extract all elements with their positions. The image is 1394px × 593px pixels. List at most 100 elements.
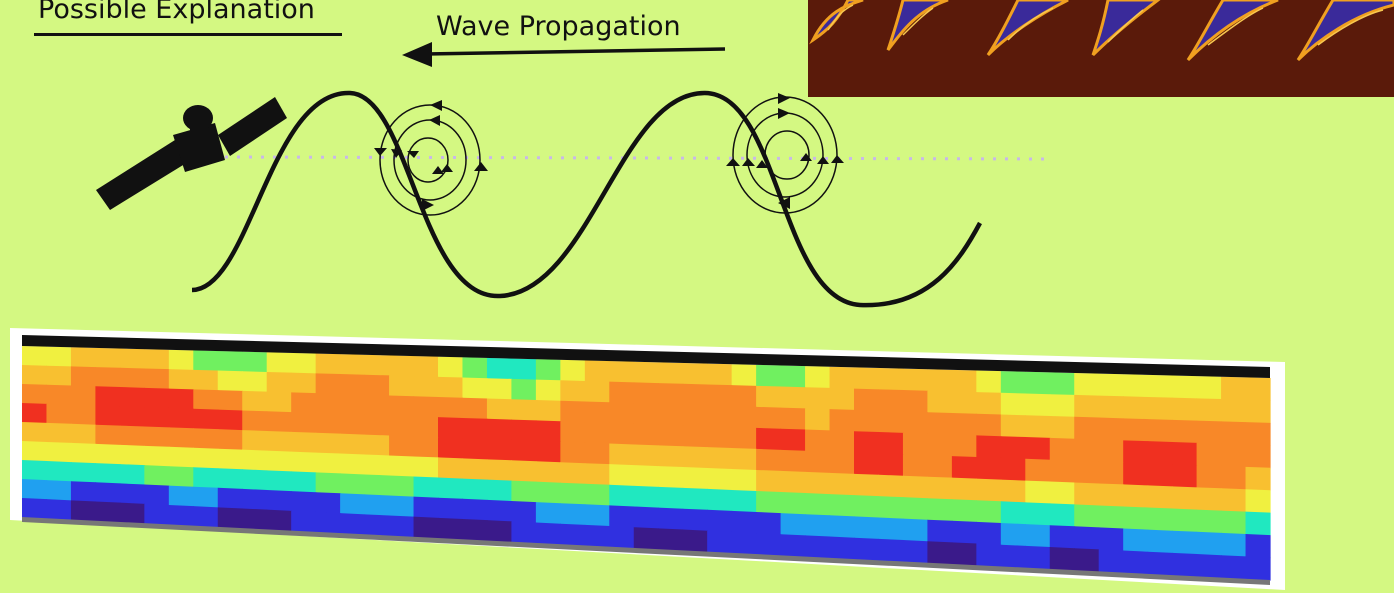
heatmap-cell [389, 435, 415, 458]
heatmap-cell [560, 359, 586, 382]
heatmap-cell [22, 365, 48, 386]
heatmap-cell [1221, 488, 1247, 513]
heatmap-cell [119, 502, 145, 524]
heatmap-cell [584, 483, 610, 507]
heatmap-cell [560, 380, 586, 403]
heatmap-cell [658, 486, 684, 510]
heatmap-cell [511, 480, 537, 503]
heatmap-cell [1172, 552, 1198, 577]
heatmap-cell [291, 491, 317, 513]
heatmap-cell [340, 453, 366, 476]
heatmap-cell [731, 406, 757, 429]
heatmap-cell [266, 430, 292, 453]
heatmap-cell [462, 417, 488, 440]
heatmap-cell [486, 459, 513, 482]
heatmap-cell [22, 346, 48, 367]
heatmap-cell [1123, 528, 1149, 553]
heatmap-cell [1245, 422, 1271, 446]
heatmap-cell [854, 473, 880, 497]
heatmap-cell [340, 493, 366, 515]
heatmap-cell [242, 390, 268, 412]
heatmap-cell [584, 401, 610, 424]
heatmap-cell [1098, 483, 1124, 508]
heatmap-cell [1025, 502, 1051, 526]
heatmap-cell [1221, 421, 1247, 446]
heatmap-cell [1123, 396, 1149, 420]
heatmap-cell [46, 441, 72, 463]
heatmap-cell [389, 515, 415, 538]
heatmap-cell [584, 422, 610, 445]
heatmap-cell [1221, 510, 1247, 535]
heatmap-cell [193, 369, 219, 391]
heatmap-cell [168, 349, 194, 371]
heatmap-cell [658, 362, 684, 385]
heatmap-cell [1245, 377, 1271, 402]
heatmap-cell [242, 469, 268, 491]
heatmap-cell [1049, 481, 1075, 506]
heatmap-cell [854, 495, 880, 519]
heatmap-cell [1074, 548, 1100, 572]
heatmap-cell [1147, 374, 1173, 399]
heatmap-cell [438, 417, 464, 439]
heatmap-cell [756, 427, 782, 451]
heatmap-cell [1196, 398, 1222, 422]
heatmap-cell [1074, 394, 1100, 419]
heatmap-cell [1025, 480, 1051, 504]
heatmap-cell [878, 517, 904, 541]
heatmap-cell [168, 466, 194, 488]
heatmap-cell [95, 347, 121, 369]
heatmap-cell [389, 455, 415, 478]
heatmap-cell [46, 403, 72, 425]
heatmap-cell [242, 449, 268, 471]
heatmap-cell [486, 439, 513, 461]
heatmap-cell [584, 504, 610, 527]
heatmap-cell [119, 464, 145, 486]
heatmap-cell [560, 441, 586, 464]
heatmap-cell [658, 424, 684, 447]
heatmap-cell [462, 498, 488, 521]
heatmap-cell [780, 407, 806, 431]
heatmap-cell [1000, 371, 1026, 395]
heatmap-cell [315, 412, 341, 435]
heatmap-cell [805, 366, 831, 389]
heatmap-cell [1245, 466, 1271, 491]
heatmap-cell [193, 486, 219, 508]
heatmap-cell [364, 434, 390, 457]
heatmap-cell [1074, 438, 1100, 463]
heatmap-cell [242, 488, 268, 511]
heatmap-cell [658, 507, 684, 531]
heatmap-cell [976, 413, 1002, 437]
heatmap-cell [119, 483, 145, 505]
heatmap-cell [1221, 465, 1247, 490]
heatmap-cell [854, 516, 880, 540]
heatmap-cell [462, 519, 488, 542]
heatmap-cell [413, 416, 439, 438]
circulation-arrows-icon [726, 93, 844, 214]
simulation-image [808, 0, 1394, 97]
heatmap-cell [1000, 457, 1026, 482]
heatmap-cell [927, 476, 953, 500]
heatmap-cell [535, 400, 561, 422]
heatmap-cell [584, 442, 610, 465]
heatmap-cell [1196, 442, 1222, 467]
heatmap-cell [1123, 550, 1149, 575]
heatmap-cell [707, 384, 733, 407]
heatmap-cell [119, 348, 145, 370]
left-arrow-icon [402, 42, 726, 67]
heatmap-cell [584, 463, 610, 486]
heatmap-cell [1196, 509, 1222, 534]
heatmap-cell [389, 495, 415, 518]
wave-propagation-label: Wave Propagation [436, 11, 681, 42]
wave-curve [191, 90, 982, 308]
heatmap-cell [266, 450, 292, 472]
heatmap-cell [1147, 419, 1173, 443]
heatmap-cell [217, 390, 243, 412]
heatmap-cell [1123, 418, 1149, 442]
heatmap-cell [1049, 525, 1075, 549]
heatmap-cell [609, 402, 635, 425]
heatmap-cell [682, 404, 708, 427]
heatmap-cell [780, 428, 806, 452]
heatmap-cell [168, 369, 194, 390]
heatmap-cell [462, 478, 488, 501]
heatmap-cell [511, 501, 537, 524]
